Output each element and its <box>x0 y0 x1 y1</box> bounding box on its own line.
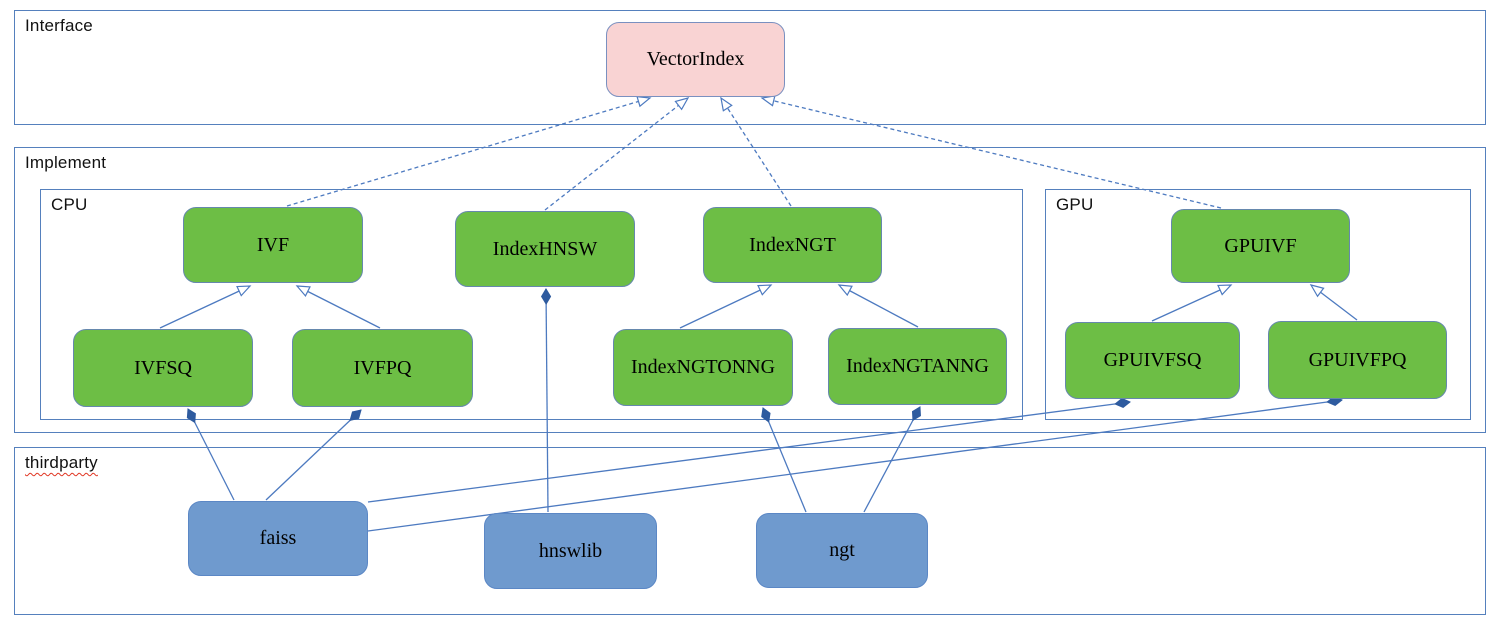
container-label-interface: Interface <box>25 16 93 35</box>
node-label-ivf: IVF <box>256 233 290 256</box>
node-ivfpq[interactable]: IVFPQ <box>292 329 473 407</box>
edge-realization-ivf-vectorindex <box>286 95 652 207</box>
node-ivfsq[interactable]: IVFSQ <box>73 329 253 407</box>
edge-realization-indexhnsw-vectorindex <box>544 97 690 211</box>
node-label-ngt: ngt <box>829 539 855 561</box>
node-label-ivfpq: IVFPQ <box>353 356 412 379</box>
edge-generalization-gpuivfpq-gpuivf <box>1309 284 1358 321</box>
node-label-indexngt: IndexNGT <box>749 233 836 256</box>
edge-realization-indexngt-vectorindex <box>720 96 792 207</box>
node-label-indexhnsw: IndexHNSW <box>492 237 598 260</box>
node-hnswlib[interactable]: hnswlib <box>484 513 657 589</box>
node-indexngtonng[interactable]: IndexNGTONNG <box>613 329 793 406</box>
container-implement: Implement <box>14 147 1486 433</box>
edge-composition-gpuivfpq-faiss <box>367 395 1343 532</box>
node-label-gpuivf: GPUIVF <box>1224 234 1297 257</box>
node-indexhnsw[interactable]: IndexHNSW <box>455 211 635 287</box>
container-label-gpu: GPU <box>1056 195 1094 214</box>
node-ivf[interactable]: IVF <box>183 207 363 283</box>
node-label-gpuivfpq: GPUIVFPQ <box>1308 348 1407 371</box>
node-vectorindex[interactable]: VectorIndex <box>606 22 785 97</box>
edge-generalization-indexngtanng-indexngt <box>837 284 919 328</box>
edge-realization-gpuivf-vectorindex <box>760 95 1222 209</box>
edge-generalization-gpuivfsq-gpuivf <box>1151 284 1233 322</box>
node-label-gpuivfsq: GPUIVFSQ <box>1103 349 1202 371</box>
container-gpu: GPU <box>1045 189 1471 420</box>
node-gpuivfpq[interactable]: GPUIVFPQ <box>1268 321 1447 399</box>
node-label-vectorindex: VectorIndex <box>646 48 745 70</box>
node-gpuivfsq[interactable]: GPUIVFSQ <box>1065 322 1240 399</box>
node-faiss[interactable]: faiss <box>188 501 368 576</box>
node-ngt[interactable]: ngt <box>756 513 928 588</box>
edge-generalization-ivfsq-ivf <box>159 285 252 329</box>
edge-composition-ivfsq-faiss <box>186 408 235 501</box>
edge-generalization-indexngtonng-indexngt <box>679 284 773 329</box>
node-label-faiss: faiss <box>259 527 297 549</box>
container-label-thirdparty: thirdparty <box>25 453 98 472</box>
edge-composition-gpuivfsq-faiss <box>367 397 1131 503</box>
node-label-indexngtanng: IndexNGTANNG <box>846 355 989 377</box>
edge-composition-indexhnsw-hnswlib <box>540 288 552 513</box>
container-interface: Interface <box>14 10 1486 125</box>
node-gpuivf[interactable]: GPUIVF <box>1171 209 1350 283</box>
container-label-cpu: CPU <box>51 195 88 214</box>
container-thirdparty: thirdparty <box>14 447 1486 615</box>
edge-composition-indexngtanng-ngt <box>863 406 921 513</box>
node-indexngt[interactable]: IndexNGT <box>703 207 882 283</box>
edge-composition-ivfpq-faiss <box>265 409 362 501</box>
container-label-implement: Implement <box>25 153 107 172</box>
edge-generalization-ivfpq-ivf <box>295 285 381 329</box>
edge-composition-indexngtonng-ngt <box>761 407 807 513</box>
node-label-hnswlib: hnswlib <box>538 539 603 562</box>
node-label-indexngtonng: IndexNGTONNG <box>630 356 776 378</box>
container-cpu: CPU <box>40 189 1023 420</box>
node-label-ivfsq: IVFSQ <box>134 356 192 379</box>
node-indexngtanng[interactable]: IndexNGTANNG <box>828 328 1007 405</box>
